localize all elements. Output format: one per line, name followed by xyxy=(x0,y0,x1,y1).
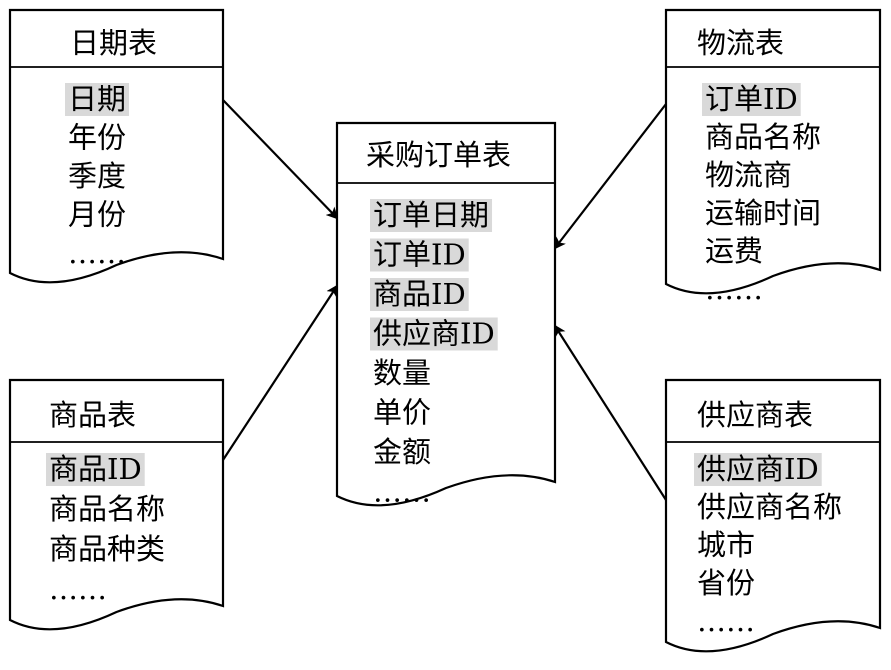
key-field-highlight xyxy=(370,199,493,232)
table-order-frame xyxy=(335,121,557,507)
field: 年份 xyxy=(68,121,126,155)
table-supplier-frame xyxy=(664,378,882,653)
key-field-highlight xyxy=(46,453,145,486)
field: …… xyxy=(68,236,126,270)
key-field-highlight xyxy=(370,317,498,351)
key-field: 商品ID xyxy=(373,277,466,311)
key-field: 供应商ID xyxy=(697,452,819,486)
field: …… xyxy=(49,572,107,606)
arrow-logistics-to-order xyxy=(553,103,667,250)
field: 金额 xyxy=(373,435,431,469)
key-field-highlight xyxy=(702,83,801,116)
field: …… xyxy=(697,604,755,638)
table-product-title: 商品表 xyxy=(49,398,136,432)
table-date-title: 日期表 xyxy=(70,26,157,60)
key-field: 日期 xyxy=(68,82,126,116)
table-layer: 日期表日期年份季度月份……商品表商品ID商品名称商品种类……采购订单表订单日期订… xyxy=(8,8,882,653)
key-field: 订单ID xyxy=(705,82,798,116)
connector-layer xyxy=(222,99,667,501)
key-field-highlight xyxy=(65,83,130,116)
table-logistics-frame xyxy=(664,8,882,295)
key-field: 供应商ID xyxy=(373,317,495,351)
key-field: 订单ID xyxy=(373,238,466,272)
key-field: 订单日期 xyxy=(373,198,489,232)
key-field: 商品ID xyxy=(49,452,142,486)
arrow-product-to-order xyxy=(222,284,339,461)
table-order-title: 采购订单表 xyxy=(366,138,511,172)
table-date-frame xyxy=(8,8,225,284)
key-field-highlight xyxy=(370,238,469,272)
field: 运费 xyxy=(705,234,763,268)
field: 物流商 xyxy=(705,158,792,192)
field: 月份 xyxy=(68,198,126,232)
field: …… xyxy=(705,272,763,306)
key-field-highlight xyxy=(694,453,822,486)
field: 季度 xyxy=(68,159,126,193)
key-field-highlight xyxy=(370,278,469,311)
field: 商品名称 xyxy=(705,120,821,154)
field: 城市 xyxy=(697,528,755,562)
field: 商品种类 xyxy=(49,532,165,566)
field: …… xyxy=(373,475,431,509)
table-supplier-title: 供应商表 xyxy=(697,398,813,432)
field: 数量 xyxy=(373,356,431,390)
field: 商品名称 xyxy=(49,492,165,526)
field: 供应商名称 xyxy=(697,490,842,524)
arrow-date-to-order xyxy=(222,99,339,220)
table-logistics-title: 物流表 xyxy=(697,26,784,60)
field: 省份 xyxy=(697,566,755,600)
field: 单价 xyxy=(373,396,431,430)
arrow-supplier-to-order xyxy=(553,324,667,501)
field: 运输时间 xyxy=(705,196,821,230)
